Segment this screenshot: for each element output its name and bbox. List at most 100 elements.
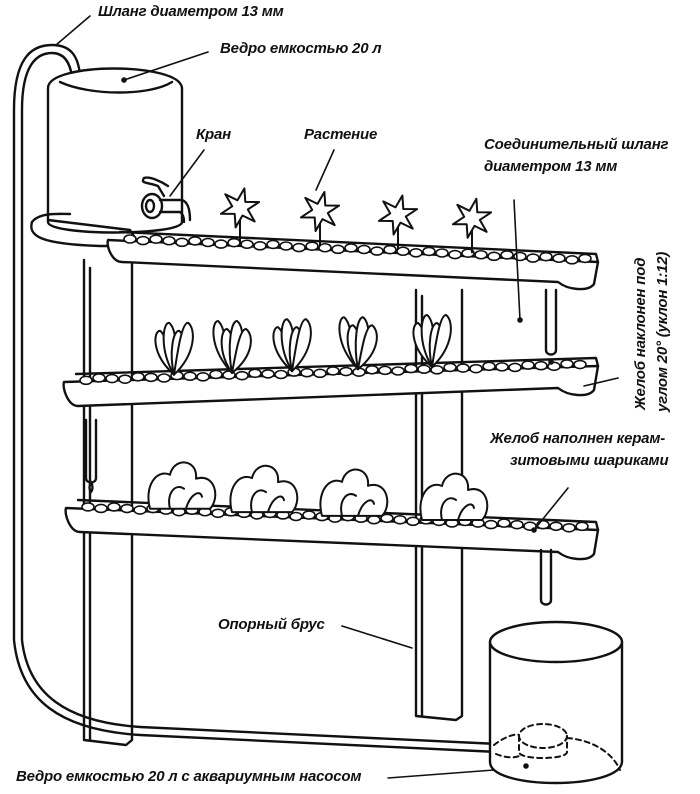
pebble xyxy=(157,373,171,383)
pebble xyxy=(575,521,589,532)
return-hose xyxy=(12,43,500,754)
pebble xyxy=(188,236,202,246)
pebble xyxy=(497,518,511,528)
gutter-middle xyxy=(62,313,600,408)
pebble xyxy=(211,508,225,519)
pebble xyxy=(578,253,592,264)
pebble xyxy=(456,363,470,373)
pebble xyxy=(508,362,522,373)
pebble xyxy=(378,365,392,376)
label-connecting-hose-1: Соединительный шланг xyxy=(484,136,669,153)
pebble xyxy=(409,248,423,258)
pebble xyxy=(305,241,319,251)
pebble xyxy=(162,235,176,246)
gutter-trough xyxy=(106,238,600,291)
pebble xyxy=(339,366,353,377)
pebble xyxy=(539,251,553,262)
pebble xyxy=(513,251,527,262)
pebble xyxy=(94,503,108,514)
pebble xyxy=(136,235,150,246)
gutter-trough xyxy=(62,364,600,408)
pebble xyxy=(391,366,405,376)
pebble xyxy=(105,373,119,384)
pebble xyxy=(149,234,163,244)
pebble xyxy=(417,364,431,375)
plant xyxy=(419,472,489,521)
pebble xyxy=(120,503,134,514)
pebble xyxy=(107,502,121,512)
label-gutter-filled-2: зитовыми шариками xyxy=(510,452,669,469)
pebble xyxy=(331,244,345,255)
pebble xyxy=(300,367,314,378)
pebble xyxy=(118,374,132,384)
gutter-bottom xyxy=(64,461,600,561)
pebble xyxy=(196,372,210,382)
pebble xyxy=(279,241,293,251)
pebble xyxy=(318,242,332,253)
clay-pebbles xyxy=(123,234,592,265)
pebble xyxy=(510,519,524,530)
plant xyxy=(377,194,419,251)
pebble xyxy=(326,366,340,376)
gutter-trough xyxy=(64,506,600,561)
pebble xyxy=(482,361,496,372)
plant xyxy=(212,319,252,374)
pebble xyxy=(214,239,228,249)
pebble xyxy=(266,239,280,250)
pebble xyxy=(526,253,540,263)
pebble xyxy=(92,373,106,383)
gutter-rim xyxy=(74,356,600,376)
pebble xyxy=(383,244,397,255)
label-tap: Кран xyxy=(196,126,231,143)
pebble xyxy=(495,362,509,372)
plant xyxy=(154,321,194,376)
pebble xyxy=(552,253,566,264)
plant xyxy=(451,197,493,254)
pebble xyxy=(549,521,563,532)
pebble xyxy=(474,249,488,260)
pebble xyxy=(487,251,501,262)
pebble xyxy=(404,363,418,374)
pebble xyxy=(133,505,147,515)
pebble xyxy=(201,237,215,248)
plant xyxy=(319,468,389,517)
bottom-bucket xyxy=(488,620,624,785)
pebble xyxy=(393,515,407,525)
gutter-top xyxy=(106,187,600,291)
label-plant: Растение xyxy=(304,126,378,143)
pebble xyxy=(240,239,254,250)
pebble xyxy=(248,368,262,379)
label-connecting-hose-2: диаметром 13 мм xyxy=(484,158,618,175)
pebble xyxy=(380,513,394,524)
pebble xyxy=(175,237,189,248)
tap xyxy=(140,176,192,224)
pebble xyxy=(396,246,410,257)
gutters xyxy=(62,187,600,561)
label-bucket-top: Ведро емкостью 20 л xyxy=(220,40,382,57)
pebble xyxy=(573,359,587,370)
plant xyxy=(338,316,378,371)
label-support-beam: Опорный брус xyxy=(218,616,325,633)
pebble xyxy=(406,516,420,527)
pebble xyxy=(344,243,358,253)
top-bucket xyxy=(30,67,184,248)
pebble xyxy=(144,372,158,383)
pebble xyxy=(313,368,327,379)
pebble xyxy=(484,519,498,530)
pebble xyxy=(562,523,576,533)
label-gutter-filled-1: Желоб наполнен керам- xyxy=(490,430,666,447)
pebble xyxy=(430,365,444,375)
label-gutter-slope-1: Желоб наклонен под xyxy=(632,257,649,410)
pebble xyxy=(183,371,197,382)
plant xyxy=(272,318,312,373)
pebble xyxy=(435,248,449,258)
pebble xyxy=(469,363,483,374)
pebble xyxy=(292,242,306,253)
plant xyxy=(219,187,261,243)
pebble xyxy=(131,371,145,382)
pebble xyxy=(443,362,457,373)
pebble xyxy=(560,359,574,369)
pebble xyxy=(521,360,535,370)
pebble xyxy=(565,255,579,265)
